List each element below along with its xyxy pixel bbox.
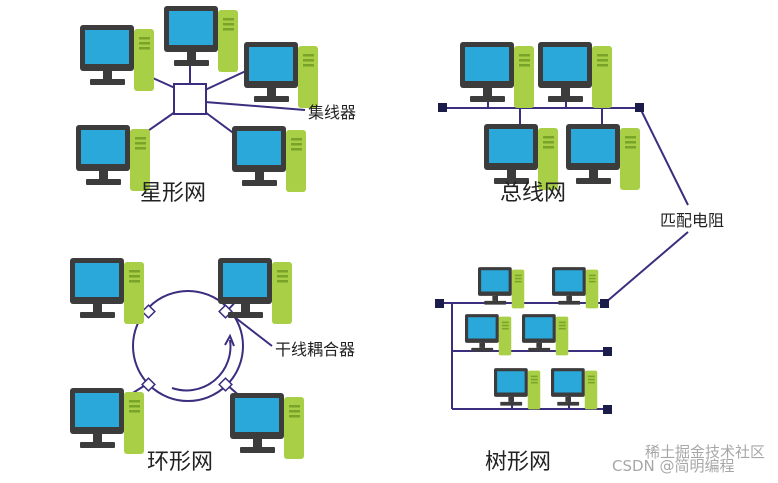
- desktop-computer-icon: [552, 267, 599, 309]
- star-link: [204, 69, 249, 91]
- ring-trunk: [132, 290, 244, 402]
- terminator-icon: [635, 103, 644, 112]
- desktop-computer-icon: [465, 314, 512, 356]
- ring-direction-arc: [171, 339, 232, 392]
- watermark-line-1: 稀土掘金技术社区: [645, 443, 766, 461]
- terminator-icon: [435, 299, 444, 308]
- desktop-computer-icon: [164, 6, 238, 72]
- terminator-label: 匹配电阻: [660, 211, 725, 230]
- desktop-computer-icon: [70, 388, 144, 454]
- tree-topology-label: 树形网: [485, 450, 552, 475]
- hub-icon: [173, 83, 207, 115]
- watermark-line-2: CSDN @简明编程: [612, 457, 735, 475]
- desktop-computer-icon: [478, 267, 525, 309]
- desktop-computer-icon: [460, 42, 534, 108]
- ring-direction-arrowhead: [224, 333, 235, 347]
- ring-topology-label: 环形网: [147, 450, 214, 475]
- star-link: [204, 111, 237, 136]
- star-topology-label: 星形网: [140, 181, 207, 206]
- desktop-computer-icon: [76, 125, 150, 191]
- desktop-computer-icon: [551, 368, 598, 410]
- hub-label: 集线器: [308, 103, 357, 122]
- desktop-computer-icon: [218, 258, 292, 324]
- desktop-computer-icon: [522, 314, 569, 356]
- coupler-label: 干线耦合器: [275, 340, 356, 359]
- terminator-callout-line: [604, 231, 689, 304]
- desktop-computer-icon: [494, 368, 541, 410]
- terminator-callout-line: [639, 107, 689, 206]
- hub-callout-line: [204, 101, 306, 111]
- coupler-icon: [141, 304, 233, 392]
- terminator-icon: [438, 103, 447, 112]
- terminator-icon: [603, 347, 612, 356]
- desktop-computer-icon: [232, 126, 306, 192]
- terminator-icon: [600, 299, 609, 308]
- desktop-computer-icon: [80, 25, 154, 91]
- desktop-computer-icon: [70, 258, 144, 324]
- desktop-computer-icon: [566, 124, 640, 190]
- terminator-icon: [603, 405, 612, 414]
- desktop-computer-icon: [244, 42, 318, 108]
- bus-topology-label: 总线网: [500, 181, 567, 206]
- desktop-computer-icon: [538, 42, 612, 108]
- bus-topology: [443, 84, 689, 304]
- desktop-computer-icon: [230, 393, 304, 459]
